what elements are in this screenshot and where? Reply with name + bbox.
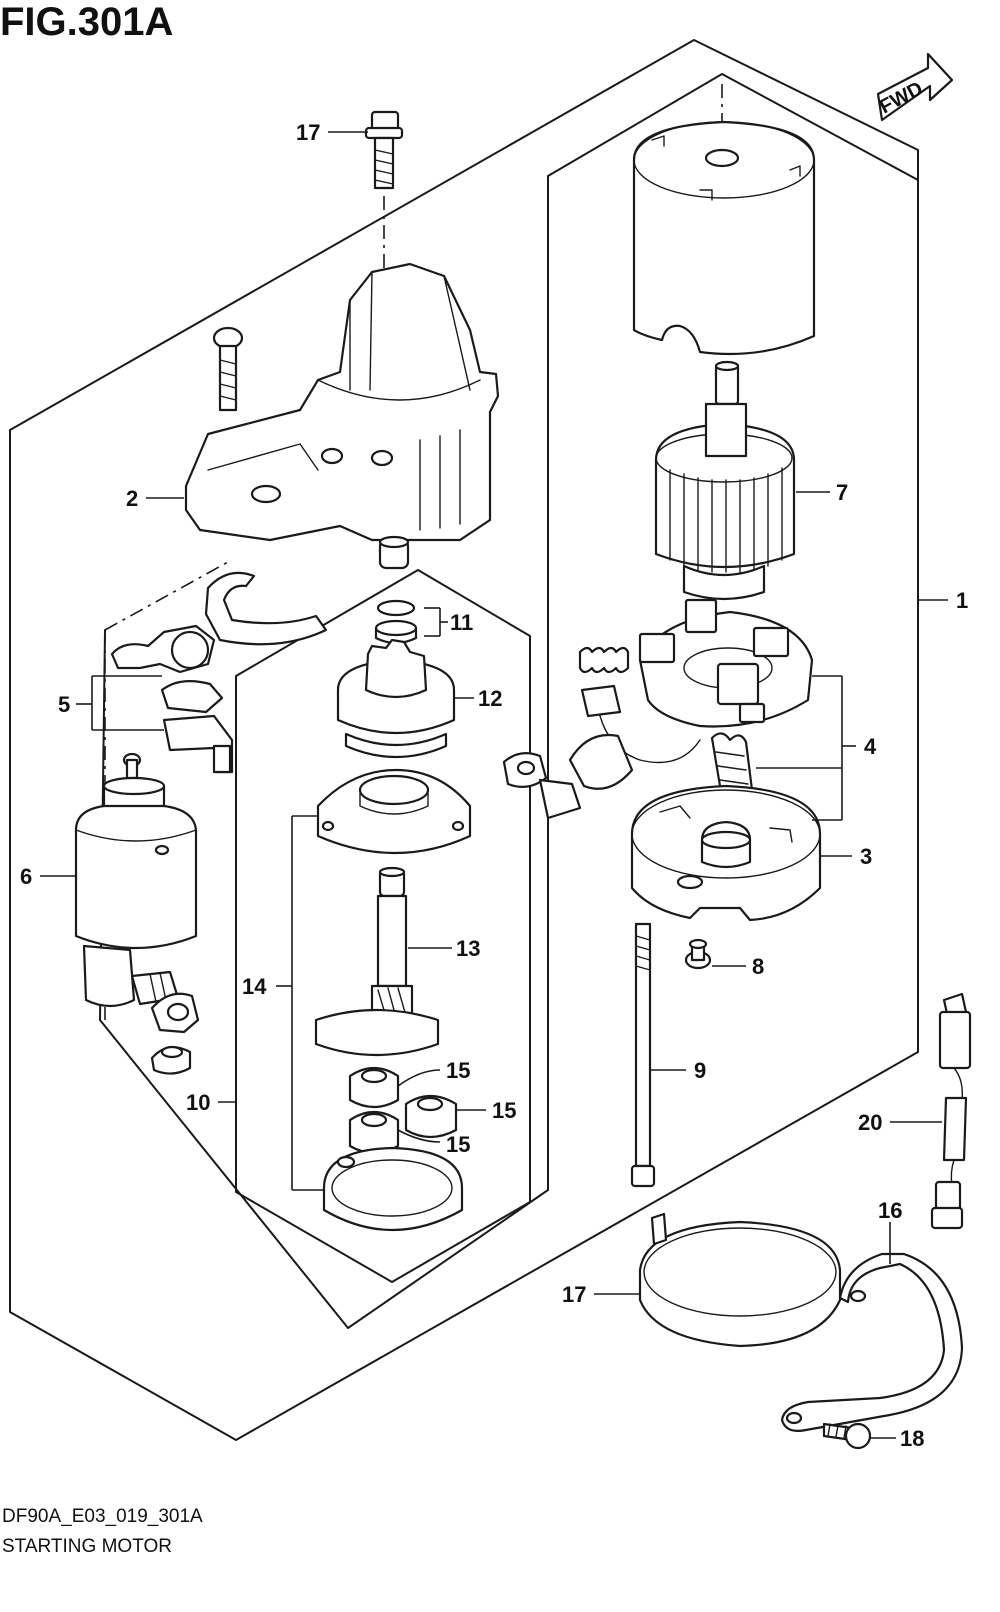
housing-2 xyxy=(184,262,500,542)
planet-gear-lower xyxy=(348,1110,400,1155)
drive-assembly-outline xyxy=(235,569,531,1283)
shift-lever xyxy=(204,571,328,646)
callout-19: 17 xyxy=(296,120,320,145)
plunger-parts-5 xyxy=(110,624,234,774)
pinion-clutch-12 xyxy=(336,638,456,759)
callout-17: 17 xyxy=(562,1282,586,1307)
callout-13: 13 xyxy=(456,936,480,961)
solenoid-6 xyxy=(74,752,198,1008)
callout-8: 8 xyxy=(752,954,764,979)
brush-lead-terminal xyxy=(502,684,701,820)
end-cover-3 xyxy=(630,784,822,922)
callout-20: 20 xyxy=(858,1110,882,1135)
planet-gear-upper xyxy=(348,1066,400,1109)
callout-10: 10 xyxy=(186,1090,210,1115)
lead-wire-20 xyxy=(930,992,972,1230)
callout-9: 9 xyxy=(694,1058,706,1083)
bolt-18 xyxy=(822,1422,872,1450)
terminal-nut-large xyxy=(150,992,200,1034)
callout-6: 6 xyxy=(20,864,32,889)
callout-15-right: 15 xyxy=(492,1098,516,1123)
callout-labels: 17 2 1 11 12 7 5 4 3 6 13 8 14 9 10 15 1… xyxy=(20,120,968,1451)
outer-assembly-outline xyxy=(9,39,919,1441)
housing-bushing xyxy=(378,535,410,570)
callout-12: 12 xyxy=(478,686,502,711)
band-17 xyxy=(638,1212,842,1348)
through-bolt-9 xyxy=(630,922,656,1188)
callout-18: 18 xyxy=(900,1426,924,1451)
brush-spring-right xyxy=(710,732,754,796)
housing-screw xyxy=(212,326,244,412)
snap-rings-11 xyxy=(374,599,418,645)
callout-16: 16 xyxy=(878,1198,902,1223)
diagram-name: STARTING MOTOR xyxy=(2,1536,172,1557)
callout-4: 4 xyxy=(864,734,877,759)
leader-lines xyxy=(40,131,948,1439)
output-shaft-13 xyxy=(314,866,440,1057)
internal-gear-ring xyxy=(322,1146,464,1231)
brush-holder-4 xyxy=(638,598,814,728)
screw-8 xyxy=(684,938,712,970)
callout-7: 7 xyxy=(836,480,848,505)
callout-5: 5 xyxy=(58,692,70,717)
yoke-cylinder xyxy=(632,84,816,356)
callout-2: 2 xyxy=(126,486,138,511)
callout-1: 1 xyxy=(956,588,968,613)
callout-11: 11 xyxy=(450,610,473,635)
bolt-19 xyxy=(364,110,404,470)
callout-15-lower: 15 xyxy=(446,1132,470,1157)
terminal-nut-small xyxy=(150,1045,192,1075)
planet-gear-right xyxy=(404,1094,458,1139)
figure-title: FIG.301A xyxy=(0,0,174,44)
callout-14: 14 xyxy=(242,974,267,999)
brush-spring-left xyxy=(578,646,630,674)
diagram-code: DF90A_E03_019_301A xyxy=(2,1506,203,1527)
bracket-strap-16 xyxy=(780,1252,964,1432)
armature-7 xyxy=(654,360,796,601)
fwd-direction-badge: FWD xyxy=(876,52,954,122)
callout-3: 3 xyxy=(860,844,872,869)
front-bracket xyxy=(316,768,472,854)
callout-15-upper: 15 xyxy=(446,1058,470,1083)
